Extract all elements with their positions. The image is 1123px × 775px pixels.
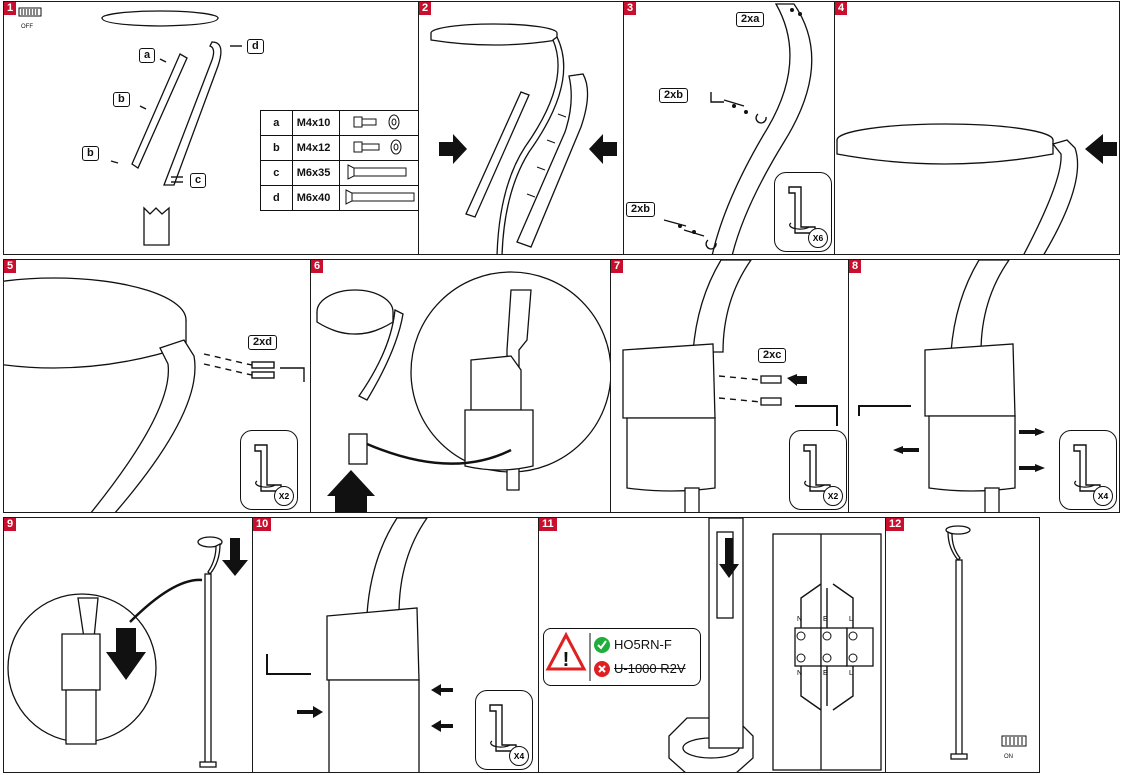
callout-b: b (82, 146, 99, 161)
step-2-drawing (430, 23, 617, 254)
hex-key-icon: X2 (789, 430, 847, 510)
screw-a-icon (339, 110, 419, 136)
screw-key: b (260, 135, 293, 161)
tool-count: X4 (509, 746, 529, 766)
screw-size: M4x12 (291, 135, 341, 161)
step-6-drawing (316, 271, 611, 512)
screw-c-icon (339, 160, 419, 186)
screw-size: M4x10 (291, 110, 341, 136)
rejected-cable-label: U-1000 R2V (614, 661, 686, 676)
step-number: 5 (4, 260, 17, 273)
terminal-label-l-top: L (849, 616, 853, 623)
step-number: 7 (611, 260, 624, 273)
step-11-drawing (668, 518, 882, 772)
step-number: 9 (4, 518, 17, 531)
step-number: 4 (835, 2, 848, 15)
hex-key-icon: X6 (774, 172, 832, 252)
step-11-panel: 11 N E L N E L ! (538, 517, 887, 773)
switch-off-icon (18, 6, 44, 20)
terminal-label-n-top: N (797, 616, 803, 623)
step-number: 10 (253, 518, 272, 531)
screw-key: a (260, 110, 293, 136)
callout-2xb: 2xb (659, 88, 688, 103)
callout-2xa: 2xa (736, 12, 765, 27)
step-5-panel: 5 2xd X2 (3, 259, 312, 513)
approved-cable-label: HO5RN-F (614, 637, 672, 652)
tool-count: X6 (808, 228, 828, 248)
tool-count: X4 (1093, 486, 1113, 506)
step-9-panel: 9 (3, 517, 254, 773)
step-3-drawing (663, 3, 813, 254)
step-10-panel: 10 X4 (252, 517, 540, 773)
step-number: 3 (624, 2, 637, 15)
terminal-label-n-bottom: N (797, 670, 803, 677)
step-number: 8 (849, 260, 862, 273)
terminal-label-e-top: E (823, 616, 828, 623)
switch-off-label: OFF (21, 24, 33, 30)
switch-graphic (18, 7, 42, 17)
hex-key-icon: X2 (240, 430, 298, 510)
step-5-drawing (4, 277, 305, 512)
step-number: 12 (886, 518, 905, 531)
callout-b: b (113, 92, 130, 107)
step-number: 1 (4, 2, 17, 15)
step-7-panel: 7 2xc X2 (610, 259, 850, 513)
step-10-drawing (266, 518, 453, 772)
step-8-panel: 8 X4 (848, 259, 1120, 513)
step-12-drawing (945, 525, 1027, 760)
callout-c: c (190, 173, 207, 188)
callout-d: d (247, 39, 264, 54)
cable-warning-box: ! HO5RN-F U-1000 R2V (543, 628, 701, 686)
tool-count: X2 (823, 486, 843, 506)
step-4-drawing (836, 123, 1117, 254)
terminal-label-e-bottom: E (823, 670, 828, 677)
step-7-drawing (622, 260, 838, 512)
screw-d-icon (339, 185, 419, 211)
screw-size: M6x35 (291, 160, 341, 186)
step-12-panel: 12 ON (885, 517, 1040, 773)
callout-a: a (139, 48, 156, 63)
hex-key-icon: X4 (1059, 430, 1117, 510)
svg-text:!: ! (563, 649, 570, 671)
step-3-panel: 3 2xa 2xb 2xb X6 (623, 1, 836, 255)
step-2-panel: 2 (418, 1, 625, 255)
terminal-label-l-bottom: L (849, 670, 853, 677)
screw-key: c (260, 160, 293, 186)
step-1-drawing (101, 10, 242, 246)
step-4-panel: 4 (834, 1, 1120, 255)
screw-b-icon (339, 135, 419, 161)
tool-count: X2 (274, 486, 294, 506)
step-8-drawing (858, 260, 1045, 512)
switch-on-label: ON (1004, 754, 1013, 760)
hex-key-icon: X4 (475, 690, 533, 770)
callout-2xc: 2xc (758, 348, 787, 363)
step-number: 2 (419, 2, 432, 15)
warning-graphics: ! (545, 631, 610, 681)
step-number: 6 (311, 260, 324, 273)
step-number: 11 (539, 518, 557, 531)
screw-size: M6x40 (291, 185, 341, 211)
step-6-panel: 6 (310, 259, 612, 513)
step-9-drawing (7, 536, 248, 768)
callout-2xb: 2xb (626, 202, 655, 217)
callout-2xd: 2xd (248, 335, 277, 350)
screw-key: d (260, 185, 293, 211)
